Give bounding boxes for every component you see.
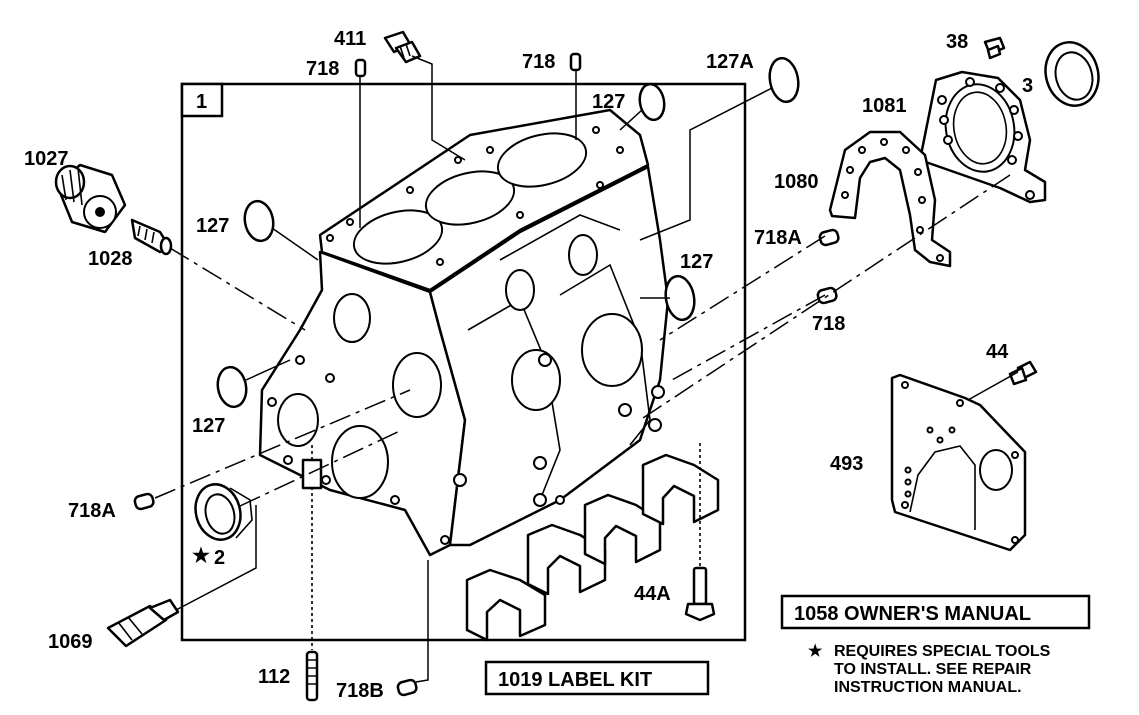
plug-127-left <box>243 199 275 243</box>
block-assembly-frame <box>180 82 747 642</box>
cylinder-block <box>258 108 670 557</box>
plug-127-top <box>638 82 666 122</box>
seal-2 <box>194 483 253 541</box>
oil-filter-1027 <box>54 163 127 234</box>
frame-number-box <box>180 82 224 118</box>
dowel-718-left <box>354 58 367 78</box>
label-112: 112 <box>258 666 290 688</box>
label-1028: 1028 <box>88 248 133 270</box>
note-line-1: REQUIRES SPECIAL TOOLS <box>834 643 1051 660</box>
label-718-top-mid: 718 <box>522 51 555 73</box>
owners-manual-box <box>780 594 1091 630</box>
bolt-38 <box>983 36 1006 60</box>
bolt-44 <box>1008 360 1038 386</box>
label-718-top-left: 718 <box>306 58 339 80</box>
label-411: 411 <box>334 28 366 50</box>
plug-127A <box>768 56 800 104</box>
label-1069: 1069 <box>48 631 93 653</box>
note-star: ★ <box>808 643 823 660</box>
owners-manual-text: 1058 OWNER'S MANUAL <box>794 603 1031 625</box>
label-2: 2 <box>214 547 225 569</box>
plug-127-lower <box>216 365 248 409</box>
dowel-718-mid <box>569 52 582 72</box>
note-line-2: TO INSTALL. SEE REPAIR <box>834 661 1032 678</box>
bolt-44A <box>684 443 716 622</box>
label-718A-right: 718A <box>754 227 802 249</box>
label-44: 44 <box>986 341 1009 363</box>
label-1080: 1080 <box>774 171 819 193</box>
gasket-1080 <box>828 130 952 268</box>
label-718-right: 718 <box>812 313 845 335</box>
label-1081: 1081 <box>862 95 907 117</box>
main-bearing-caps <box>465 453 720 642</box>
stud-112 <box>301 445 323 702</box>
label-127-top: 127 <box>592 91 625 113</box>
back-plate-493 <box>890 373 1027 552</box>
label-44A: 44A <box>634 583 671 605</box>
dowel-718A-right <box>818 228 840 247</box>
callout-labels: 411 718 718 127A 38 3 1081 127 1027 1080… <box>24 28 1033 702</box>
dowel-718A-left <box>133 492 155 511</box>
label-127-lower: 127 <box>192 415 225 437</box>
special-tools-note: ★ REQUIRES SPECIAL TOOLS TO INSTALL. SEE… <box>808 643 1051 696</box>
label-1: 1 <box>196 91 207 113</box>
label-kit-box <box>484 660 710 696</box>
note-line-3: INSTRUCTION MANUAL. <box>834 679 1022 696</box>
seal-3 <box>1044 41 1100 107</box>
plug-127-right <box>664 274 696 322</box>
label-127-left: 127 <box>196 215 229 237</box>
label-493: 493 <box>830 453 863 475</box>
leader-lines <box>154 55 1019 683</box>
label-1027: 1027 <box>24 148 69 170</box>
label-127-right: 127 <box>680 251 713 273</box>
label-38: 38 <box>946 31 968 53</box>
label-kit-text: 1019 LABEL KIT <box>498 669 652 691</box>
filter-nipple-1028 <box>130 218 173 256</box>
sensor-1069 <box>106 598 180 648</box>
star-mark: ★ <box>192 545 210 567</box>
label-127A: 127A <box>706 51 754 73</box>
seal-housing-1081 <box>918 70 1047 204</box>
label-718A-left: 718A <box>68 500 116 522</box>
label-3: 3 <box>1022 75 1033 97</box>
label-718B: 718B <box>336 680 384 702</box>
dowel-718B <box>396 678 418 697</box>
